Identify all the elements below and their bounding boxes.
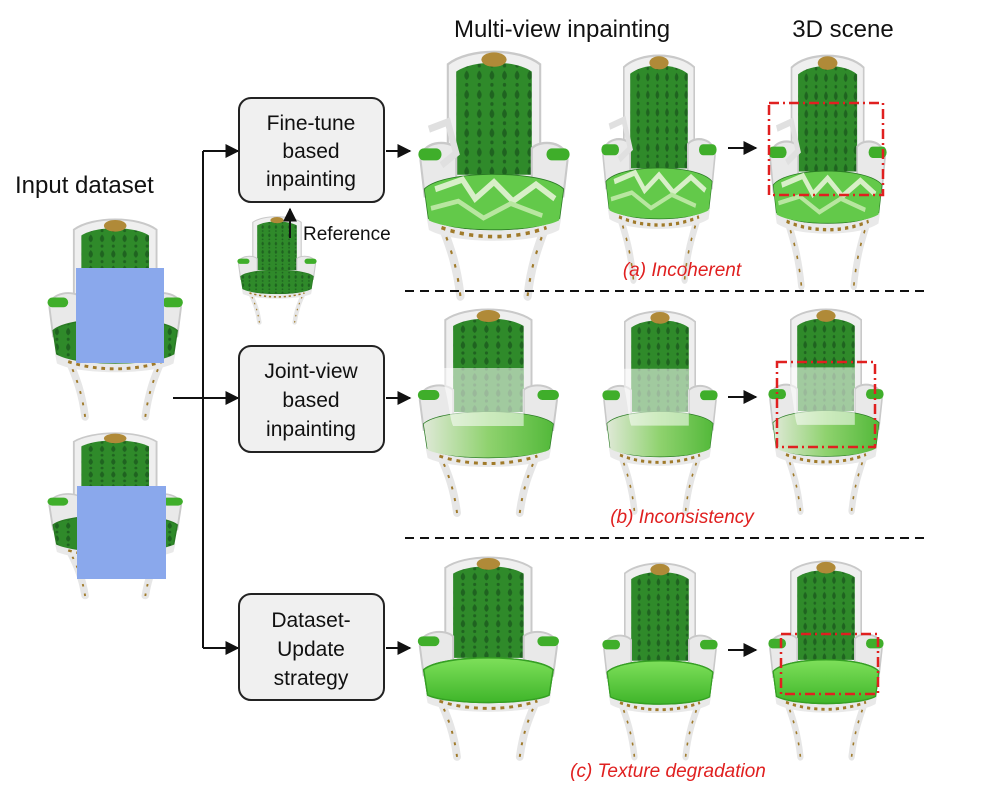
- highlight-box: [779, 632, 880, 696]
- method-box-jointview: Joint-view based inpainting: [238, 345, 385, 453]
- row-b-3d-scene: [768, 309, 883, 510]
- header-multiview-inpainting: Multi-view inpainting: [454, 16, 670, 43]
- caption-a: (a) Incoherent: [623, 260, 742, 281]
- box-line: inpainting: [266, 168, 356, 191]
- box-line: Update: [277, 638, 345, 661]
- caption-b: (b) Inconsistency: [610, 507, 755, 528]
- header-input-dataset: Input dataset: [15, 172, 154, 199]
- caption-c: (c) Texture degradation: [570, 761, 766, 782]
- row-a-view-2: [601, 56, 716, 280]
- input-chair-1: [48, 219, 183, 416]
- highlight-box: [767, 101, 885, 197]
- input-chair-2: [48, 433, 183, 596]
- header-3d-scene: 3D scene: [792, 16, 893, 43]
- row-c-view-2: [602, 563, 717, 756]
- reference-label: Reference: [303, 224, 391, 245]
- box-line: Joint-view: [264, 360, 358, 383]
- mask-region: [76, 268, 164, 363]
- method-box-finetune: Fine-tune based inpainting: [238, 97, 385, 203]
- method-box-dataset-update: Dataset- Update strategy: [238, 593, 385, 701]
- box-line: strategy: [274, 667, 349, 690]
- row-b-view-1: [418, 310, 559, 514]
- highlight-box: [775, 360, 877, 449]
- mask-region: [77, 486, 166, 579]
- row-c-view-1: [418, 557, 559, 756]
- box-line: Fine-tune: [267, 112, 356, 135]
- row-a-view-1: [418, 52, 569, 296]
- box-line: based: [282, 389, 339, 412]
- box-line: Dataset-: [271, 609, 350, 632]
- row-c-3d-scene: [768, 561, 883, 756]
- row-a-3d-scene: [769, 56, 887, 286]
- flow-connectors: [173, 144, 240, 655]
- box-line: inpainting: [266, 418, 356, 441]
- box-line: based: [282, 140, 339, 163]
- row-b-view-2: [602, 311, 717, 510]
